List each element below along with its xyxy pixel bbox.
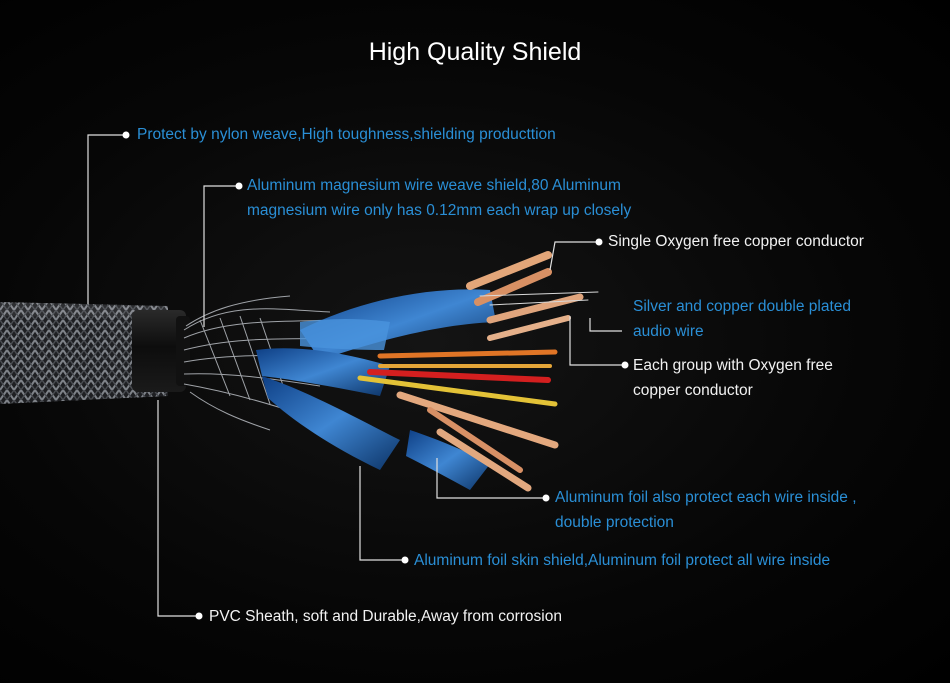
callout-braid-line-2: magnesium wire only has 0.12mm each wrap… <box>247 202 632 219</box>
callout-single-copper: Single Oxygen free copper conductor <box>608 233 864 250</box>
callout-foil-each-line-1: Aluminum foil also protect each wire ins… <box>555 489 857 506</box>
leader-foil-skin <box>359 466 402 561</box>
leader-silver <box>589 318 622 332</box>
callout-nylon-weave: Protect by nylon weave,High toughness,sh… <box>137 126 556 143</box>
callout-pvc-sheath: PVC Sheath, soft and Durable,Away from c… <box>209 608 562 625</box>
page-title: High Quality Shield <box>368 38 582 66</box>
leader-lines <box>87 134 622 617</box>
callout-group-line-2: copper conductor <box>633 382 753 399</box>
callout-braid-line-1: Aluminum magnesium wire weave shield,80 … <box>247 177 621 194</box>
pvc-sheath <box>132 310 190 392</box>
callout-foil-each-line-2: double protection <box>555 514 674 531</box>
nylon-braid-jacket <box>0 302 168 404</box>
callout-group-line-1: Each group with Oxygen free <box>633 357 833 374</box>
leader-group <box>569 316 622 366</box>
callout-foil-skin: Aluminum foil skin shield,Aluminum foil … <box>414 552 831 569</box>
leader-nylon <box>87 134 123 304</box>
leader-foil-each <box>436 458 543 499</box>
callout-silver-line-1: Silver and copper double plated <box>633 298 852 315</box>
copper-conductors <box>357 251 599 492</box>
aluminum-foil-wraps <box>256 289 496 490</box>
leader-dots <box>122 131 629 620</box>
callout-silver-line-2: audio wire <box>633 323 704 340</box>
leader-single-copper <box>549 241 596 271</box>
leader-pvc <box>157 400 196 617</box>
leader-braid <box>203 185 236 327</box>
